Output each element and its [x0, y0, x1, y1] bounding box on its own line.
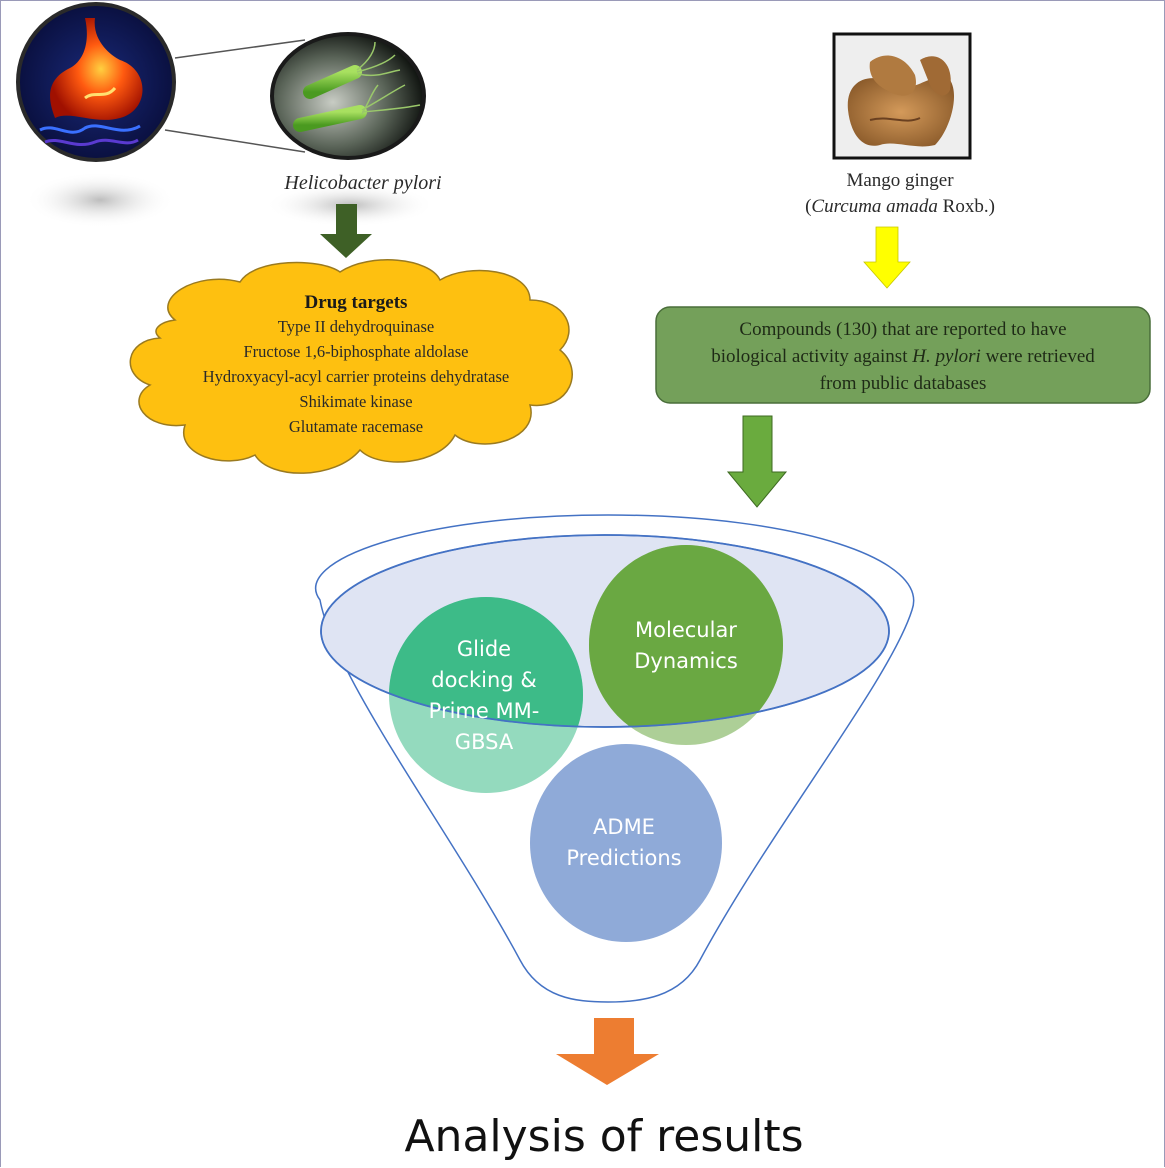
drug-targets-list: Type II dehydroquinase Fructose 1,6-biph… — [203, 317, 509, 436]
arrow-to-results — [556, 1018, 659, 1085]
bacteria-image — [270, 32, 426, 160]
analysis-of-results: Analysis of results — [404, 1111, 803, 1162]
pathogen-name: Helicobacter pylori — [283, 172, 441, 194]
stage-label-line: Dynamics — [634, 649, 738, 673]
arrow-to-drug-targets — [320, 204, 372, 258]
arrow-to-compounds — [863, 226, 911, 289]
paren: ( — [805, 196, 811, 217]
stage-label-line: ADME — [593, 815, 655, 839]
funnel-rim-outline — [320, 534, 890, 728]
stage-label-line: Predictions — [566, 846, 681, 870]
molecular-dynamics-circle — [589, 545, 783, 745]
authority: Roxb.) — [938, 196, 995, 217]
adme-predictions-circle — [530, 744, 722, 942]
arrow-to-funnel — [726, 415, 788, 508]
stage-label-line: Glide — [457, 637, 511, 661]
line2-post: were retrieved — [981, 346, 1095, 367]
line2-pre: biological activity against — [711, 346, 912, 367]
drug-targets-cloud — [129, 259, 573, 474]
drug-target-item: Shikimate kinase — [299, 392, 412, 411]
glide-docking-circle — [389, 597, 583, 793]
stage-label-line: Molecular — [635, 618, 737, 642]
stomach-image — [16, 2, 176, 162]
stage-label-line: docking & — [431, 668, 536, 692]
scientific-name-italic: Curcuma amada — [811, 196, 938, 217]
compounds-box — [655, 306, 1151, 404]
zoom-connector-top — [174, 39, 306, 59]
h-pylori-italic: H. pylori — [911, 346, 981, 367]
plant-scientific-name: (Curcuma amada Roxb.) — [805, 196, 995, 217]
drug-target-item: Hydroxyacyl-acyl carrier proteins dehydr… — [203, 367, 509, 386]
zoom-connector-bottom — [164, 129, 306, 153]
drug-target-item: Type II dehydroquinase — [278, 317, 434, 336]
mango-ginger-image — [832, 32, 972, 160]
stage-label-line: GBSA — [455, 730, 514, 754]
compounds-text-line1: Compounds (130) that are reported to hav… — [739, 319, 1066, 340]
stage-label-line: Prime MM- — [429, 699, 540, 723]
adme-predictions-label: ADME Predictions — [566, 815, 681, 870]
compounds-text-line2: biological activity against H. pylori we… — [711, 346, 1095, 367]
drug-target-item: Fructose 1,6-biphosphate aldolase — [244, 342, 469, 361]
glide-docking-label: Glide docking & Prime MM- GBSA — [429, 637, 540, 754]
molecular-dynamics-label: Molecular Dynamics — [634, 618, 738, 673]
compounds-text-line3: from public databases — [820, 373, 987, 394]
stomach-shadow — [25, 172, 175, 228]
drug-targets-title: Drug targets — [305, 292, 408, 313]
plant-common-name: Mango ginger — [846, 170, 954, 191]
drug-target-item: Glutamate racemase — [289, 417, 423, 436]
